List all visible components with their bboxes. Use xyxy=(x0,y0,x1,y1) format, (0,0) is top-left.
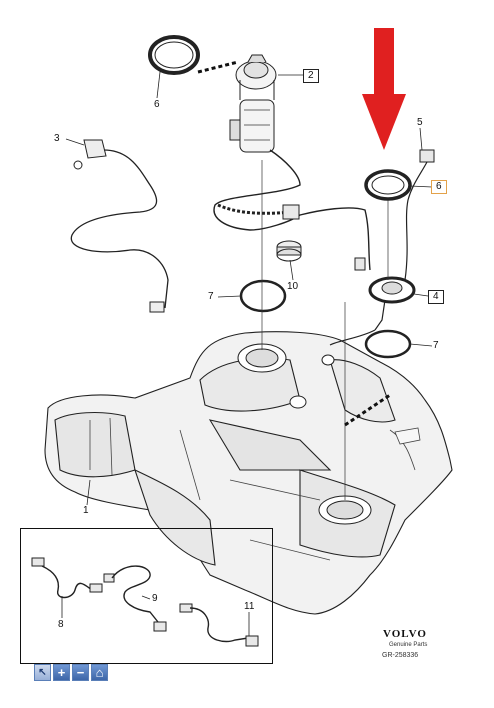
home-icon: ⌂ xyxy=(95,665,104,680)
leader-lines xyxy=(65,71,433,506)
inset-harness-11 xyxy=(179,603,259,647)
connector-5 xyxy=(404,149,435,281)
assembly-dashed-line-2 xyxy=(344,393,391,427)
callout-5: 5 xyxy=(417,117,423,128)
tank-detail-lines xyxy=(89,417,421,561)
pointer-tool-button[interactable]: ↖ xyxy=(34,664,51,681)
callout-7-left: 7 xyxy=(208,291,214,302)
pump-connector-cable xyxy=(217,203,291,215)
callout-7-right: 7 xyxy=(433,340,439,351)
fuel-level-sender-4 xyxy=(329,276,416,346)
diagram-code: GR-258336 xyxy=(382,652,419,659)
zoom-out-button[interactable]: − xyxy=(72,664,89,681)
sealing-ring-6-right xyxy=(364,169,412,201)
assembly-dashed-line xyxy=(197,60,239,74)
harness-inset-frame xyxy=(20,528,273,664)
pump-wire-harness xyxy=(213,149,371,271)
callout-9: 9 xyxy=(152,593,158,604)
assembly-guide-lines xyxy=(261,160,389,500)
callout-8: 8 xyxy=(58,619,64,630)
plus-icon: + xyxy=(57,665,66,680)
fuel-pump-assembly xyxy=(229,54,277,153)
tank-openings xyxy=(237,343,372,525)
zoom-in-button[interactable]: + xyxy=(53,664,70,681)
viewer-toolbar: ↖ + − ⌂ xyxy=(34,664,108,681)
callout-6-right: 6 xyxy=(431,180,447,194)
home-button[interactable]: ⌂ xyxy=(91,664,108,681)
sender-unit-3 xyxy=(70,139,169,313)
lock-ring-10 xyxy=(276,240,302,262)
harness-connector xyxy=(282,204,366,271)
inset-harness-8-9 xyxy=(31,557,167,632)
sealing-ring-6-left xyxy=(148,35,200,75)
brand-subtitle: Genuine Parts xyxy=(389,642,428,648)
minus-icon: − xyxy=(76,665,85,680)
red-indicator-arrow xyxy=(362,28,406,150)
callout-6-left: 6 xyxy=(154,99,160,110)
inset-leaders xyxy=(61,595,250,636)
callout-10: 10 xyxy=(287,281,299,292)
volvo-logo-text: VOLVO xyxy=(383,628,427,640)
callout-2: 2 xyxy=(303,69,319,83)
callout-1: 1 xyxy=(83,505,89,516)
pointer-icon: ↖ xyxy=(38,667,47,678)
callout-3: 3 xyxy=(54,133,60,144)
o-ring-7-right xyxy=(364,329,412,359)
callout-11: 11 xyxy=(244,601,255,612)
callout-4: 4 xyxy=(428,290,444,304)
o-ring-7-left xyxy=(239,279,287,313)
